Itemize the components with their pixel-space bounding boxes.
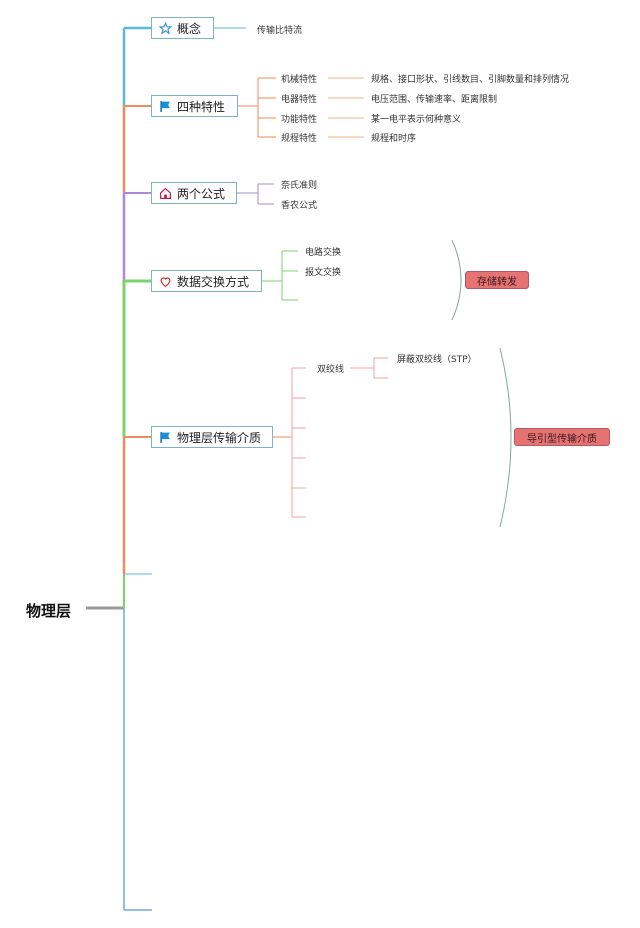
topic-data-switching-label: 数据交换方式 [177,274,250,289]
home-icon [158,186,172,200]
topic-four-traits-label: 四种特性 [177,99,226,114]
trait-functional-desc[interactable]: 某一电平表示何种意义 [371,115,462,125]
topic-four-traits[interactable]: 四种特性 [151,95,238,117]
star-icon [158,21,172,35]
flag-icon [158,430,172,444]
leaf-shielded-twisted-pair[interactable]: 屏蔽双绞线（STP） [397,355,477,365]
topic-transmission-media-label: 物理层传输介质 [177,430,262,445]
leaf-nyquist[interactable]: 奈氏准则 [281,181,318,191]
trait-electrical[interactable]: 电器特性 [281,95,318,105]
trait-procedural-desc[interactable]: 规程和时序 [371,134,417,144]
trait-mechanical[interactable]: 机械特性 [281,75,318,85]
leaf-shannon[interactable]: 香农公式 [281,201,318,211]
trait-electrical-desc[interactable]: 电压范围、传输速率、距离限制 [371,95,498,105]
trait-mechanical-desc[interactable]: 规格、接口形状、引线数目、引脚数量和排列情况 [371,75,570,85]
topic-concept-label: 概念 [177,21,202,36]
topic-transmission-media[interactable]: 物理层传输介质 [151,426,273,448]
leaf-message-switching[interactable]: 报文交换 [305,268,342,278]
leaf-twisted-pair[interactable]: 双绞线 [317,365,345,375]
topic-two-formulas[interactable]: 两个公式 [151,182,237,204]
trait-procedural[interactable]: 规程特性 [281,134,318,144]
topic-two-formulas-label: 两个公式 [177,186,226,201]
flag-icon [158,99,172,113]
root-topic[interactable]: 物理层 [26,602,72,620]
leaf-circuit-switching[interactable]: 电路交换 [305,248,342,258]
topic-concept[interactable]: 概念 [151,17,214,39]
summary-guided-media[interactable]: 导引型传输介质 [514,428,610,446]
leaf-transmit-bits[interactable]: 传输比特流 [257,26,303,36]
trait-functional[interactable]: 功能特性 [281,115,318,125]
heart-icon [158,274,172,288]
summary-store-forward[interactable]: 存储转发 [465,271,529,289]
topic-data-switching[interactable]: 数据交换方式 [151,270,262,292]
